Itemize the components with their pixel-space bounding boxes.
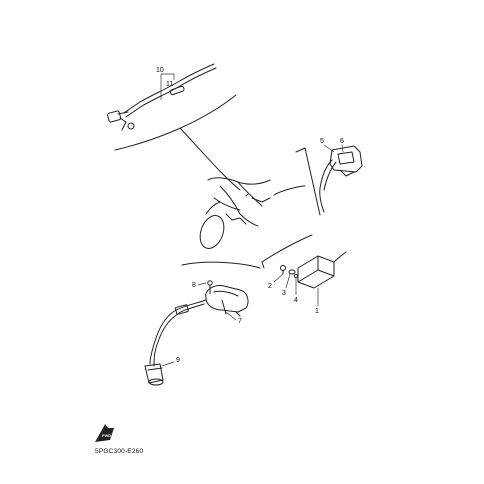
svg-text:10: 10 [156,67,164,74]
svg-text:2: 2 [268,283,272,290]
motorcycle-outline [199,177,271,249]
section-divider-bottom [181,234,313,269]
nut[interactable] [293,274,299,278]
callout-9: 9 [161,357,180,367]
bolt[interactable] [280,265,286,275]
washer[interactable] [288,269,296,275]
svg-text:7: 7 [238,318,242,325]
spark-plug-cap[interactable] [144,363,164,386]
callout-4: 4 [294,278,298,304]
section-divider-right [273,147,321,216]
wire-harness-assembly[interactable] [107,63,217,131]
svg-text:5: 5 [320,138,324,145]
callout-3: 3 [282,273,291,297]
svg-text:1: 1 [315,308,319,315]
coil-bolt[interactable] [207,280,213,295]
callout-10: 10 [156,67,175,100]
section-divider-top [114,94,241,191]
high-tension-cord[interactable] [149,299,207,367]
callout-8: 8 [192,282,207,289]
svg-text:9: 9 [176,357,180,364]
svg-text:4: 4 [294,297,298,304]
diagram-code: 5PGC300-E260 [95,448,144,455]
ignition-coil[interactable] [205,285,249,317]
svg-text:11: 11 [166,81,173,88]
svg-text:FWD: FWD [102,433,111,438]
forward-direction-icon: FWD [95,424,114,442]
callout-1: 1 [315,288,319,315]
callout-2: 2 [268,273,284,290]
callout-11: 11 [166,81,173,88]
svg-text:8: 8 [192,282,196,289]
cdi-unit[interactable] [297,251,347,289]
callout-7: 7 [225,311,242,325]
callout-6: 6 [340,138,344,153]
engine-stop-switch[interactable] [319,145,363,213]
callout-5: 5 [320,138,335,153]
svg-text:6: 6 [340,138,344,145]
svg-text:3: 3 [282,290,286,297]
